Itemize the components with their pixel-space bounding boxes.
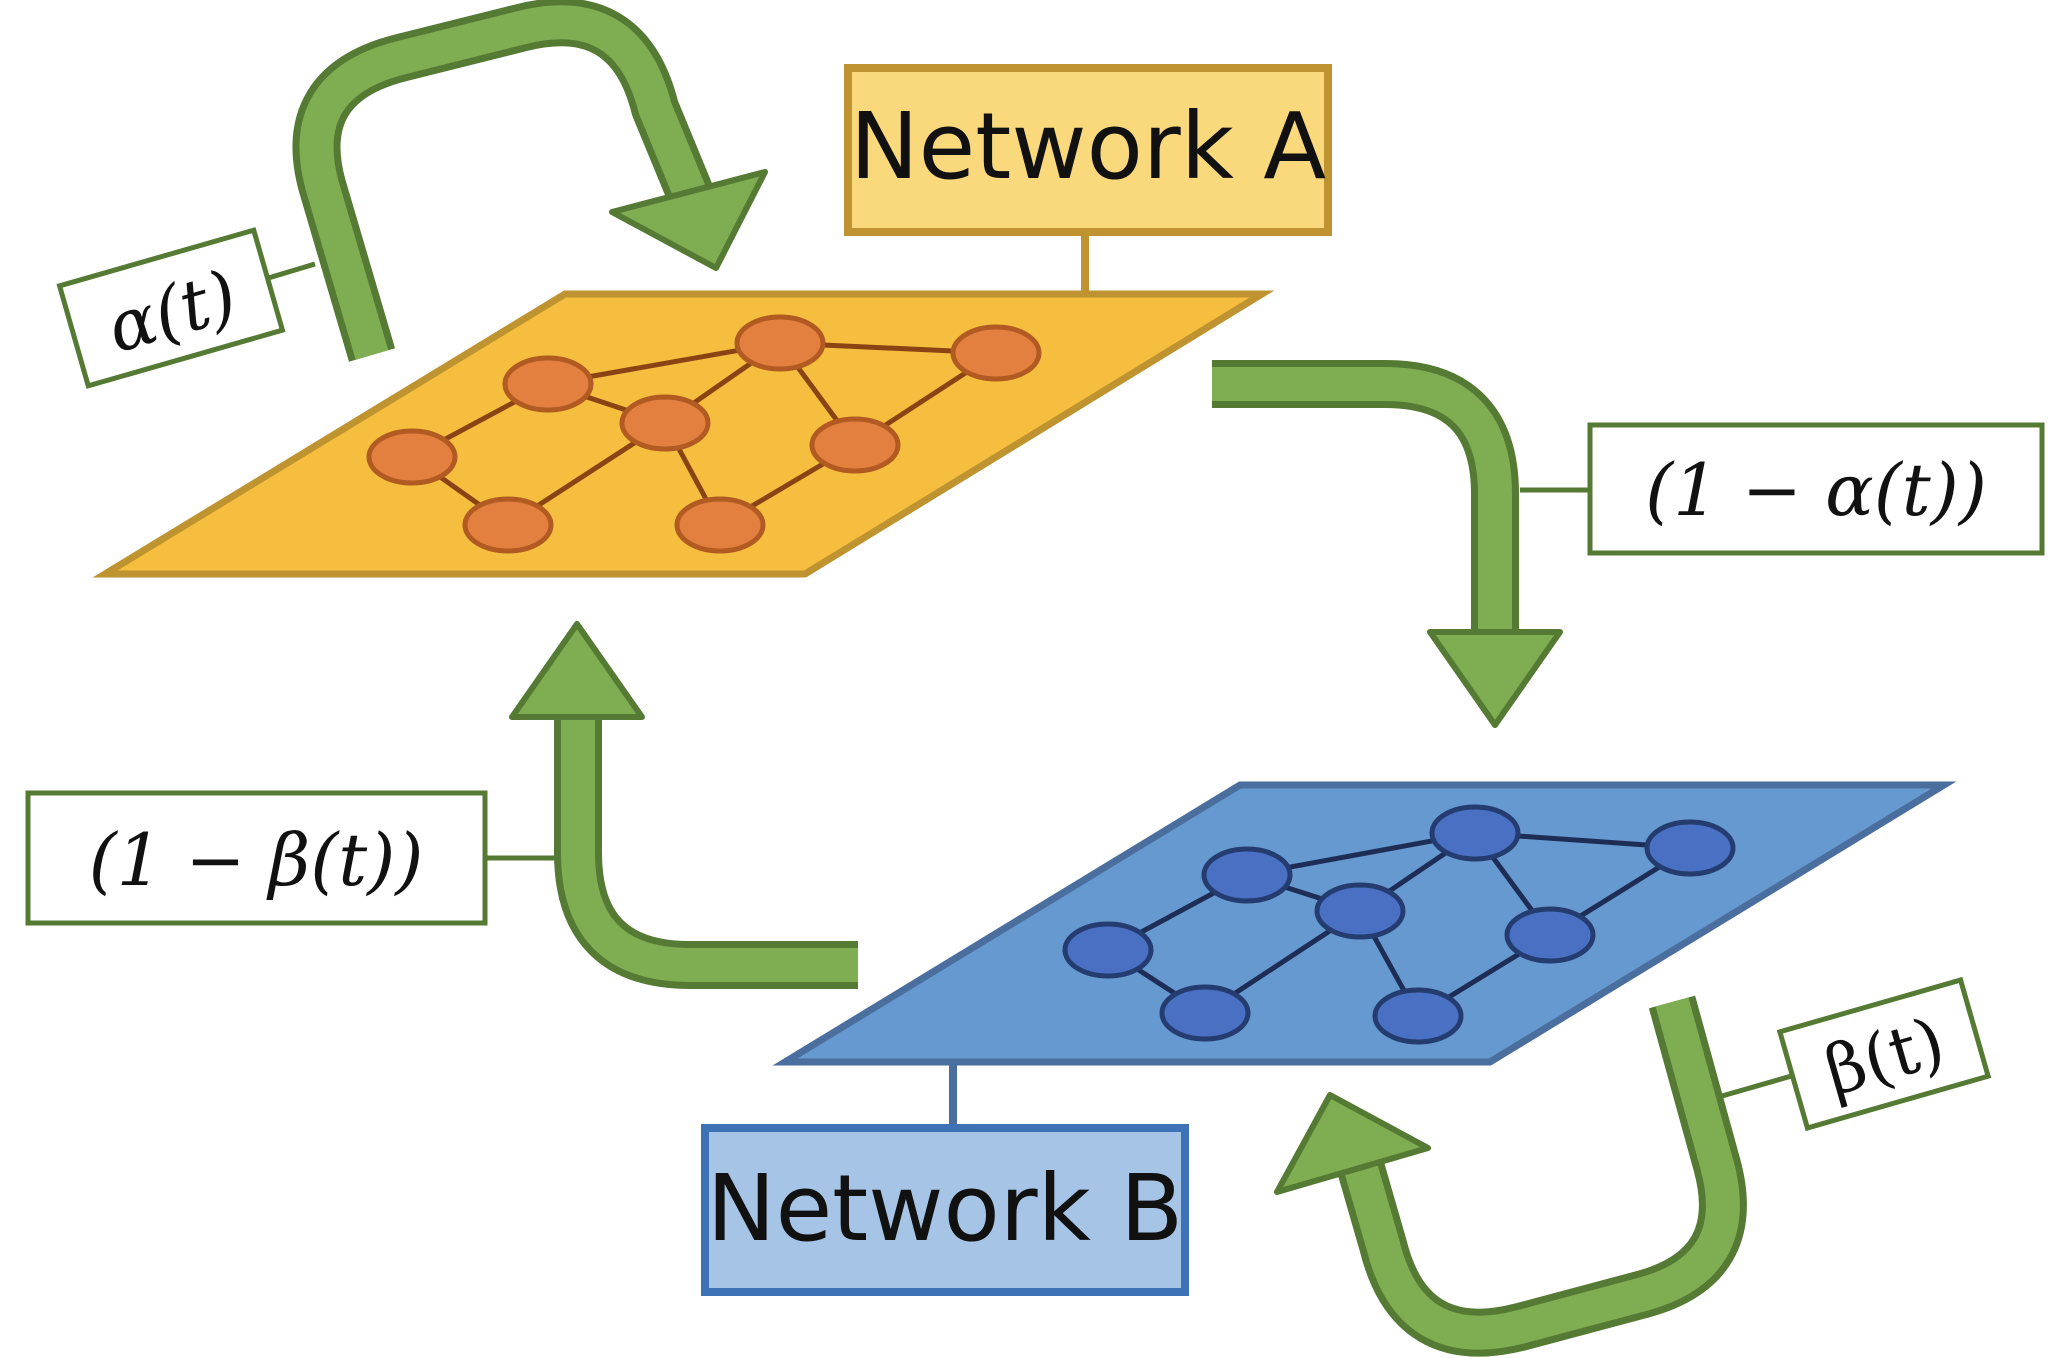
network-b-node (1429, 804, 1521, 862)
network-a-node (734, 314, 826, 372)
network-a-node (950, 324, 1042, 382)
network-a-node (366, 428, 458, 486)
flow-arrows (292, 0, 1747, 1357)
network-b-label: Network B (701, 1124, 1189, 1296)
network-b-label-text: Network B (707, 1155, 1184, 1262)
beta-self-weight-connector (1721, 1072, 1796, 1099)
network-b-node (1372, 987, 1464, 1045)
network-a-label: Network A (844, 64, 1332, 236)
b-to-a-weight-text: (1 − β(t)) (89, 818, 424, 902)
network-b-node (1644, 819, 1736, 877)
network-b-node (1314, 882, 1406, 940)
network-b-node (1159, 984, 1251, 1042)
network-a-label-text: Network A (850, 93, 1326, 200)
network-b-node (1504, 906, 1596, 964)
network-b-nodes (1062, 804, 1736, 1045)
network-a-group (92, 232, 1275, 578)
a-to-b-arrow (1212, 360, 1563, 728)
network-b-label-box (701, 1124, 1189, 1296)
network-a-node (674, 496, 766, 554)
alpha-self-weight-box (56, 227, 286, 389)
network-b-node (1062, 921, 1154, 979)
alpha-self-weight: α(t) (56, 227, 316, 389)
beta-self-weight: β(t) (1721, 976, 1992, 1132)
network-a-node (619, 394, 711, 452)
b-to-a-weight-box (25, 790, 488, 926)
network-b-node (1201, 846, 1293, 904)
network-a-node (502, 355, 594, 413)
a-to-b-weight: (1 − α(t)) (1520, 422, 2045, 556)
beta-self-loop-arrow (1274, 995, 1747, 1357)
alpha-self-loop-arrow (292, 0, 768, 362)
a-to-b-weight-box (1587, 422, 2045, 556)
network-b-group (772, 781, 1957, 1128)
network-a-nodes (366, 314, 1042, 554)
network-a-node (809, 416, 901, 474)
b-to-a-arrow (509, 621, 858, 989)
beta-self-weight-box (1776, 976, 1992, 1132)
a-to-b-weight-text: (1 − α(t)) (1645, 448, 1987, 532)
network-a-node (462, 496, 554, 554)
b-to-a-weight: (1 − β(t)) (25, 790, 555, 926)
network-a-label-box (844, 64, 1332, 236)
